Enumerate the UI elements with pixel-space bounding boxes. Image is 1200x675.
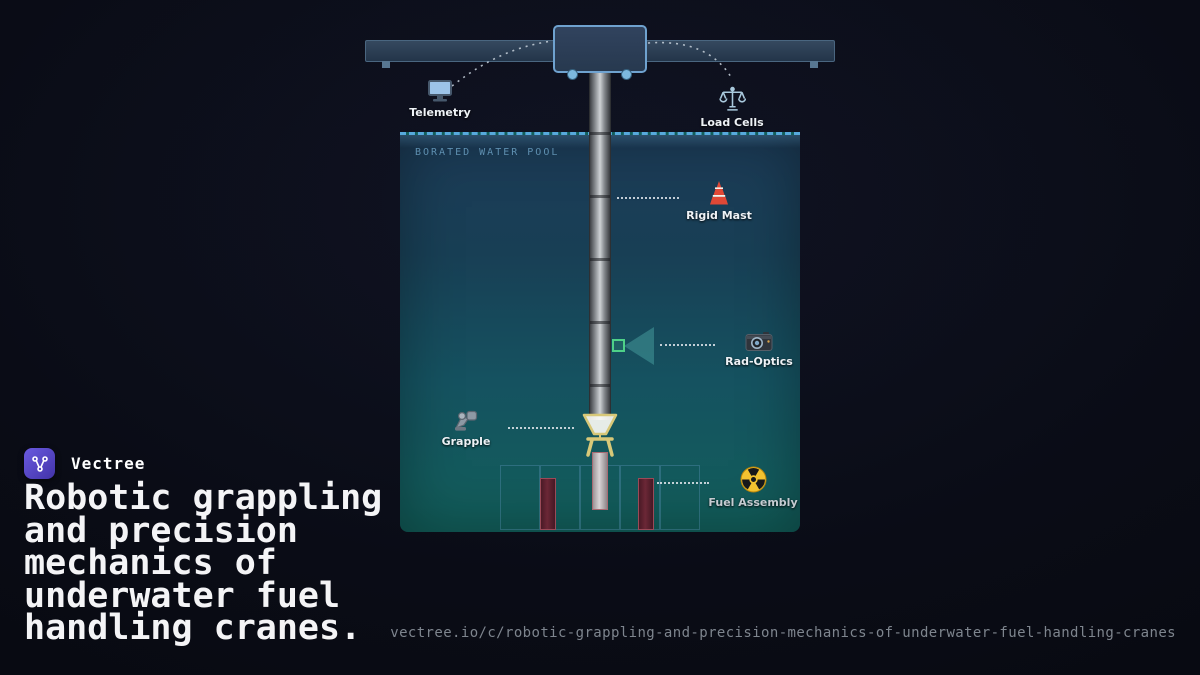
leader-line-grapple xyxy=(508,427,574,429)
annotation-fuel-assembly: Fuel Assembly xyxy=(708,466,798,509)
monitor-icon xyxy=(428,80,452,102)
annotation-grapple: Grapple xyxy=(431,408,501,448)
camera-view-cone xyxy=(624,327,654,365)
fuel-assembly-label: Fuel Assembly xyxy=(708,496,798,509)
trolley-wheel xyxy=(621,69,632,80)
rad-optics-label: Rad-Optics xyxy=(725,355,793,368)
footer-url: vectree.io/c/robotic-grappling-and-preci… xyxy=(390,625,1176,641)
rigid-mast-column xyxy=(589,72,611,420)
telemetry-label: Telemetry xyxy=(409,106,471,119)
rigid-mast-label: Rigid Mast xyxy=(686,209,752,222)
vectree-logo-glyph xyxy=(31,455,48,472)
annotation-rad-optics: Rad-Optics xyxy=(724,331,794,368)
brand-lockup: Vectree xyxy=(24,448,145,479)
load-cells-label: Load Cells xyxy=(700,116,764,129)
trolley-wheel xyxy=(567,69,578,80)
annotation-telemetry: Telemetry xyxy=(405,79,475,119)
annotation-load-cells: Load Cells xyxy=(697,86,767,129)
leader-line-rigid-mast xyxy=(617,197,679,199)
vectree-logo xyxy=(24,448,55,479)
lifted-fuel-rod xyxy=(592,452,608,510)
brand-name: Vectree xyxy=(71,454,146,473)
camera-target-marker xyxy=(612,339,625,352)
pool-label: BORATED WATER POOL xyxy=(415,147,560,158)
radiation-icon xyxy=(740,466,766,493)
beam-support xyxy=(810,61,818,68)
rack-cell xyxy=(500,465,540,530)
leader-line-fuel-assembly xyxy=(657,482,709,484)
fuel-rod xyxy=(638,478,654,530)
camera-icon xyxy=(745,332,773,351)
tower-icon xyxy=(710,181,728,205)
beam-support xyxy=(382,61,390,68)
trolley-box xyxy=(553,25,647,73)
annotation-rigid-mast: Rigid Mast xyxy=(684,180,754,222)
fuel-rod xyxy=(540,478,556,530)
robot-arm-icon xyxy=(454,410,478,431)
page-title: Robotic grappling and precision mechanic… xyxy=(24,478,383,648)
balance-scale-icon xyxy=(718,86,746,111)
leader-line-rad-optics xyxy=(660,344,715,346)
grapple-tool xyxy=(582,413,618,457)
rack-cell xyxy=(660,465,700,530)
grapple-label: Grapple xyxy=(441,435,491,448)
